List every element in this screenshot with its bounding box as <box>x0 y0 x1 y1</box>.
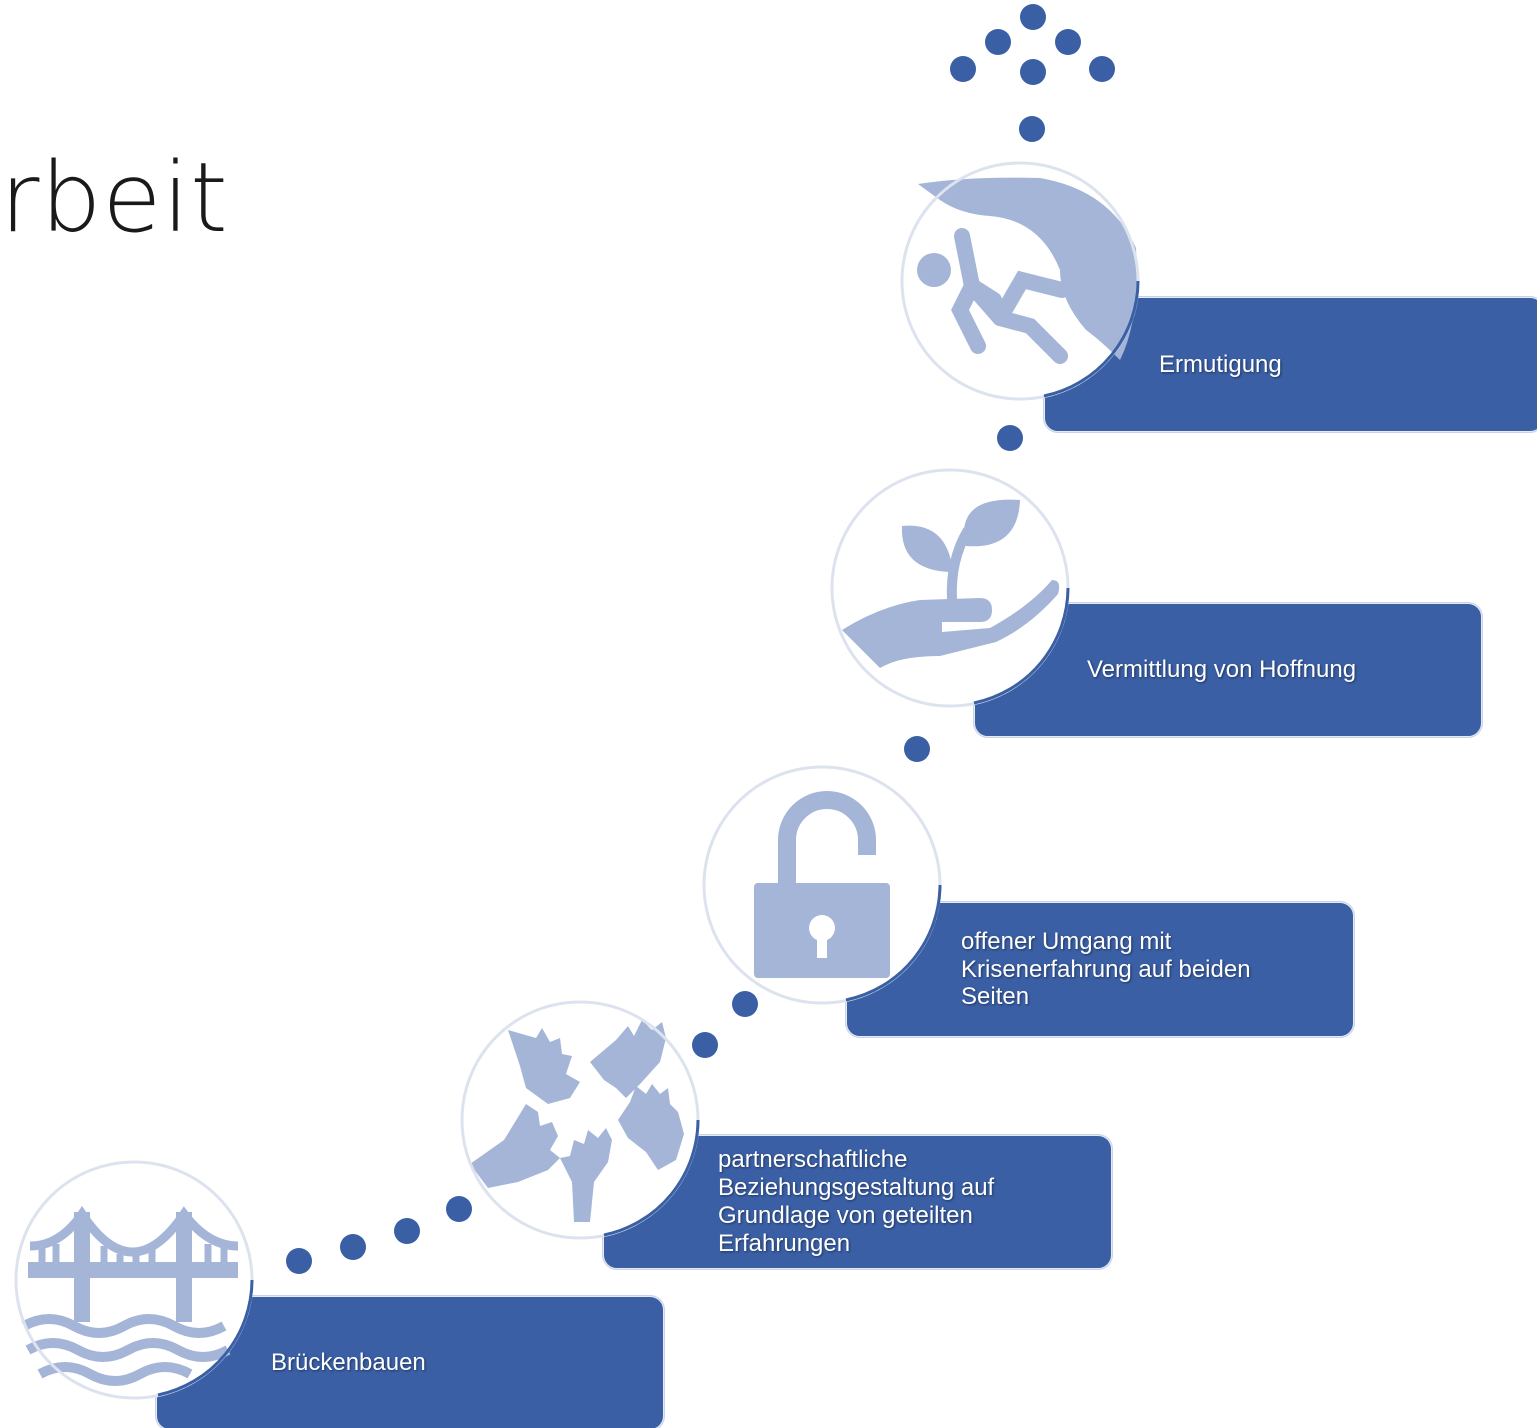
bridge-hangers <box>38 1244 228 1264</box>
padlock-shackle <box>778 791 876 883</box>
step-box-hoffnung: Vermittlung von Hoffnung <box>974 603 1482 737</box>
dot <box>446 1196 472 1222</box>
bridge-cable <box>29 1205 239 1257</box>
dot <box>950 56 976 82</box>
connector-dots <box>286 116 1045 1274</box>
step-box-beziehungsgestaltung: partnerschaftliche Beziehungsgestaltung … <box>603 1135 1112 1269</box>
step-label-brueckenbauen: Brückenbauen <box>271 1349 426 1377</box>
dot <box>286 1248 312 1274</box>
step-box-brueckenbauen: Brückenbauen <box>156 1296 664 1428</box>
bridge-deck <box>28 1262 238 1278</box>
keyhole-slot <box>817 930 827 958</box>
step-box-offener-umgang: offener Umgang mit Krisenerfahrung auf b… <box>846 902 1354 1037</box>
climber-head <box>917 253 951 287</box>
dot <box>1089 56 1115 82</box>
dot <box>997 425 1023 451</box>
dot <box>732 991 758 1017</box>
plant-leaf <box>963 499 1020 547</box>
dot <box>394 1218 420 1244</box>
keyhole <box>809 915 835 941</box>
plant-stem <box>946 527 973 601</box>
dot <box>1020 4 1046 30</box>
dot <box>904 736 930 762</box>
dot <box>1019 116 1045 142</box>
step-label-beziehungsgestaltung: partnerschaftliche Beziehungsgestaltung … <box>718 1146 995 1257</box>
dot <box>340 1234 366 1260</box>
bridge-tower <box>74 1212 90 1322</box>
step-label-ermutigung: Ermutigung <box>1159 350 1282 378</box>
page-title: rbeit <box>0 142 229 254</box>
dot <box>1020 59 1046 85</box>
step-box-ermutigung: Ermutigung <box>1044 297 1537 432</box>
dot <box>692 1032 718 1058</box>
dot-arrow-icon <box>950 4 1115 85</box>
dot <box>985 29 1011 55</box>
plant-leaf <box>901 525 952 572</box>
step-label-hoffnung: Vermittlung von Hoffnung <box>1087 656 1357 684</box>
dot <box>1055 29 1081 55</box>
step-label-offener-umgang: offener Umgang mit Krisenerfahrung auf b… <box>961 927 1251 1011</box>
